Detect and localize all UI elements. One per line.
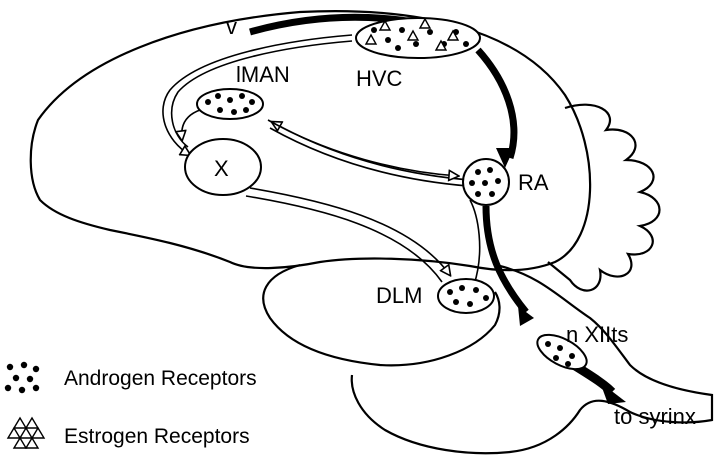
path-hvc-x-inner: [170, 40, 353, 148]
path-dlm-lman: [469, 199, 481, 286]
lman-nucleus: [196, 88, 264, 120]
anterior-forebrain-pathway: [162, 34, 481, 286]
nxiits-androgen-dots: [545, 341, 575, 367]
path-ra-lman-inner: [269, 127, 469, 187]
ra-androgen-dots: [469, 167, 501, 197]
path-hvc-x-outer: [162, 34, 353, 155]
legend-estrogen-label: Estrogen Receptors: [64, 425, 250, 448]
label-ra: RA: [518, 170, 549, 195]
legend: Androgen Receptors Estrogen Receptors: [4, 361, 257, 449]
cerebellum-outline: [547, 103, 661, 292]
hvc-androgen-dots: [371, 27, 469, 51]
thalamus-outline: [262, 263, 501, 367]
motor-pathway-arrowhead-ra: [496, 148, 514, 168]
label-hvc: HVC: [356, 66, 403, 91]
label-nxiits: n XIIts: [566, 322, 628, 347]
dlm-nucleus: [437, 278, 495, 314]
motor-pathway-ra-nxiits: [482, 205, 529, 315]
legend-androgen-label: Androgen Receptors: [64, 367, 257, 390]
motor-pathway-hvc-ra: [475, 47, 518, 160]
motor-pathway-arrowhead-syrinx: [600, 382, 626, 404]
lman-androgen-dots: [205, 93, 255, 115]
label-v: v: [226, 14, 237, 39]
area-x-nucleus: [184, 138, 262, 196]
path-x-dlm-outer: [249, 187, 450, 275]
label-dlm: DLM: [376, 283, 422, 308]
hvc-estrogen-triangles: [364, 17, 460, 51]
path-ra-lman-outer: [272, 122, 471, 181]
hvc-nucleus: [355, 17, 481, 59]
motor-pathway-arrowhead-nxiits: [518, 306, 534, 326]
nxiits-nucleus: [536, 333, 588, 371]
dlm-androgen-dots: [447, 285, 489, 307]
triangle-cluster-icon: [6, 416, 46, 449]
path-lman-x: [182, 109, 201, 140]
dot-cluster-icon: [4, 361, 40, 394]
path-lman-ra: [267, 119, 458, 176]
ra-nucleus: [462, 158, 510, 206]
label-to-syrinx: to syrinx: [614, 404, 696, 429]
label-lman: lMAN: [236, 62, 290, 87]
brainstem-outline: [350, 264, 714, 455]
path-x-dlm-inner: [245, 195, 443, 283]
brain-outline: [29, 10, 592, 272]
label-x: X: [214, 156, 229, 181]
